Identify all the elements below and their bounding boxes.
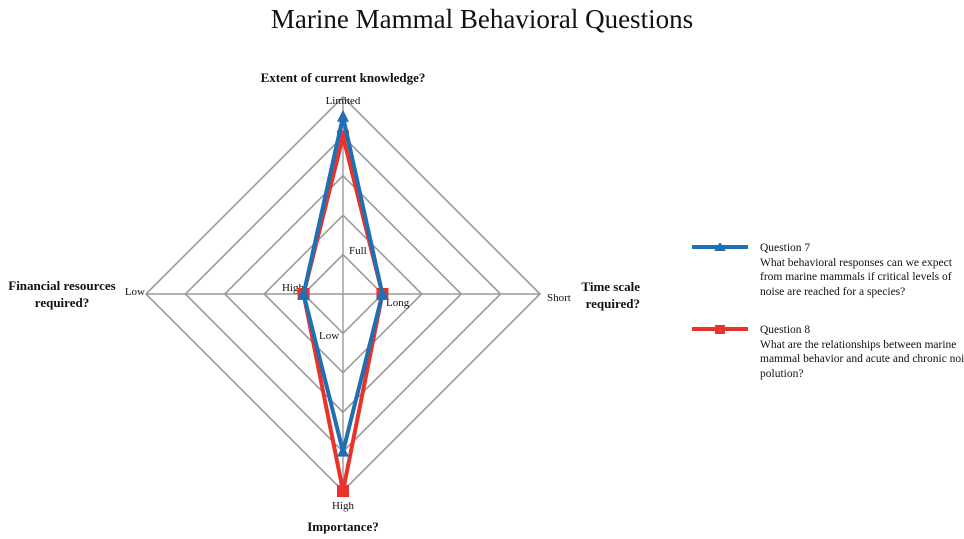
- tick-label-importance-outer: High: [332, 500, 355, 512]
- axis-title-timescale-line1: Time scale: [581, 279, 640, 294]
- tick-label-knowledge-outer: Limited: [326, 95, 361, 107]
- axis-title-importance: Importance?: [307, 519, 379, 534]
- legend-swatch-question-7: [692, 243, 748, 251]
- legend-description-question-7: What behavioral responses can we expect …: [760, 256, 952, 298]
- legend-label-question-8: Question 8: [760, 324, 811, 336]
- axis-title-financial-line2: required?: [35, 295, 89, 310]
- tick-label-financial-outer: Low: [125, 286, 145, 298]
- data-point-question-7-1: [376, 287, 389, 299]
- chart-title: Marine Mammal Behavioral Questions: [270, 4, 694, 34]
- legend-label-question-7: Question 7: [760, 242, 811, 254]
- data-point-question-8-2: [337, 485, 349, 497]
- legend-swatch-question-8: [692, 325, 748, 334]
- axis-title-timescale-line2: required?: [586, 296, 640, 311]
- axis-title-financial-line1: Financial resources: [8, 278, 116, 293]
- axis-title-knowledge: Extent of current knowledge?: [261, 70, 426, 85]
- tick-label-importance-inner: Low: [319, 330, 339, 342]
- data-point-question-7-3: [297, 287, 310, 299]
- data-point-question-7-2: [337, 444, 349, 457]
- tick-label-timescale-inner: Long: [386, 297, 410, 309]
- data-point-question-7-0: [337, 109, 349, 122]
- tick-label-timescale-outer: Short: [547, 292, 571, 304]
- legend-description-question-8: What are the relationships between marin…: [760, 338, 964, 380]
- tick-label-knowledge-inner: Full: [349, 245, 367, 257]
